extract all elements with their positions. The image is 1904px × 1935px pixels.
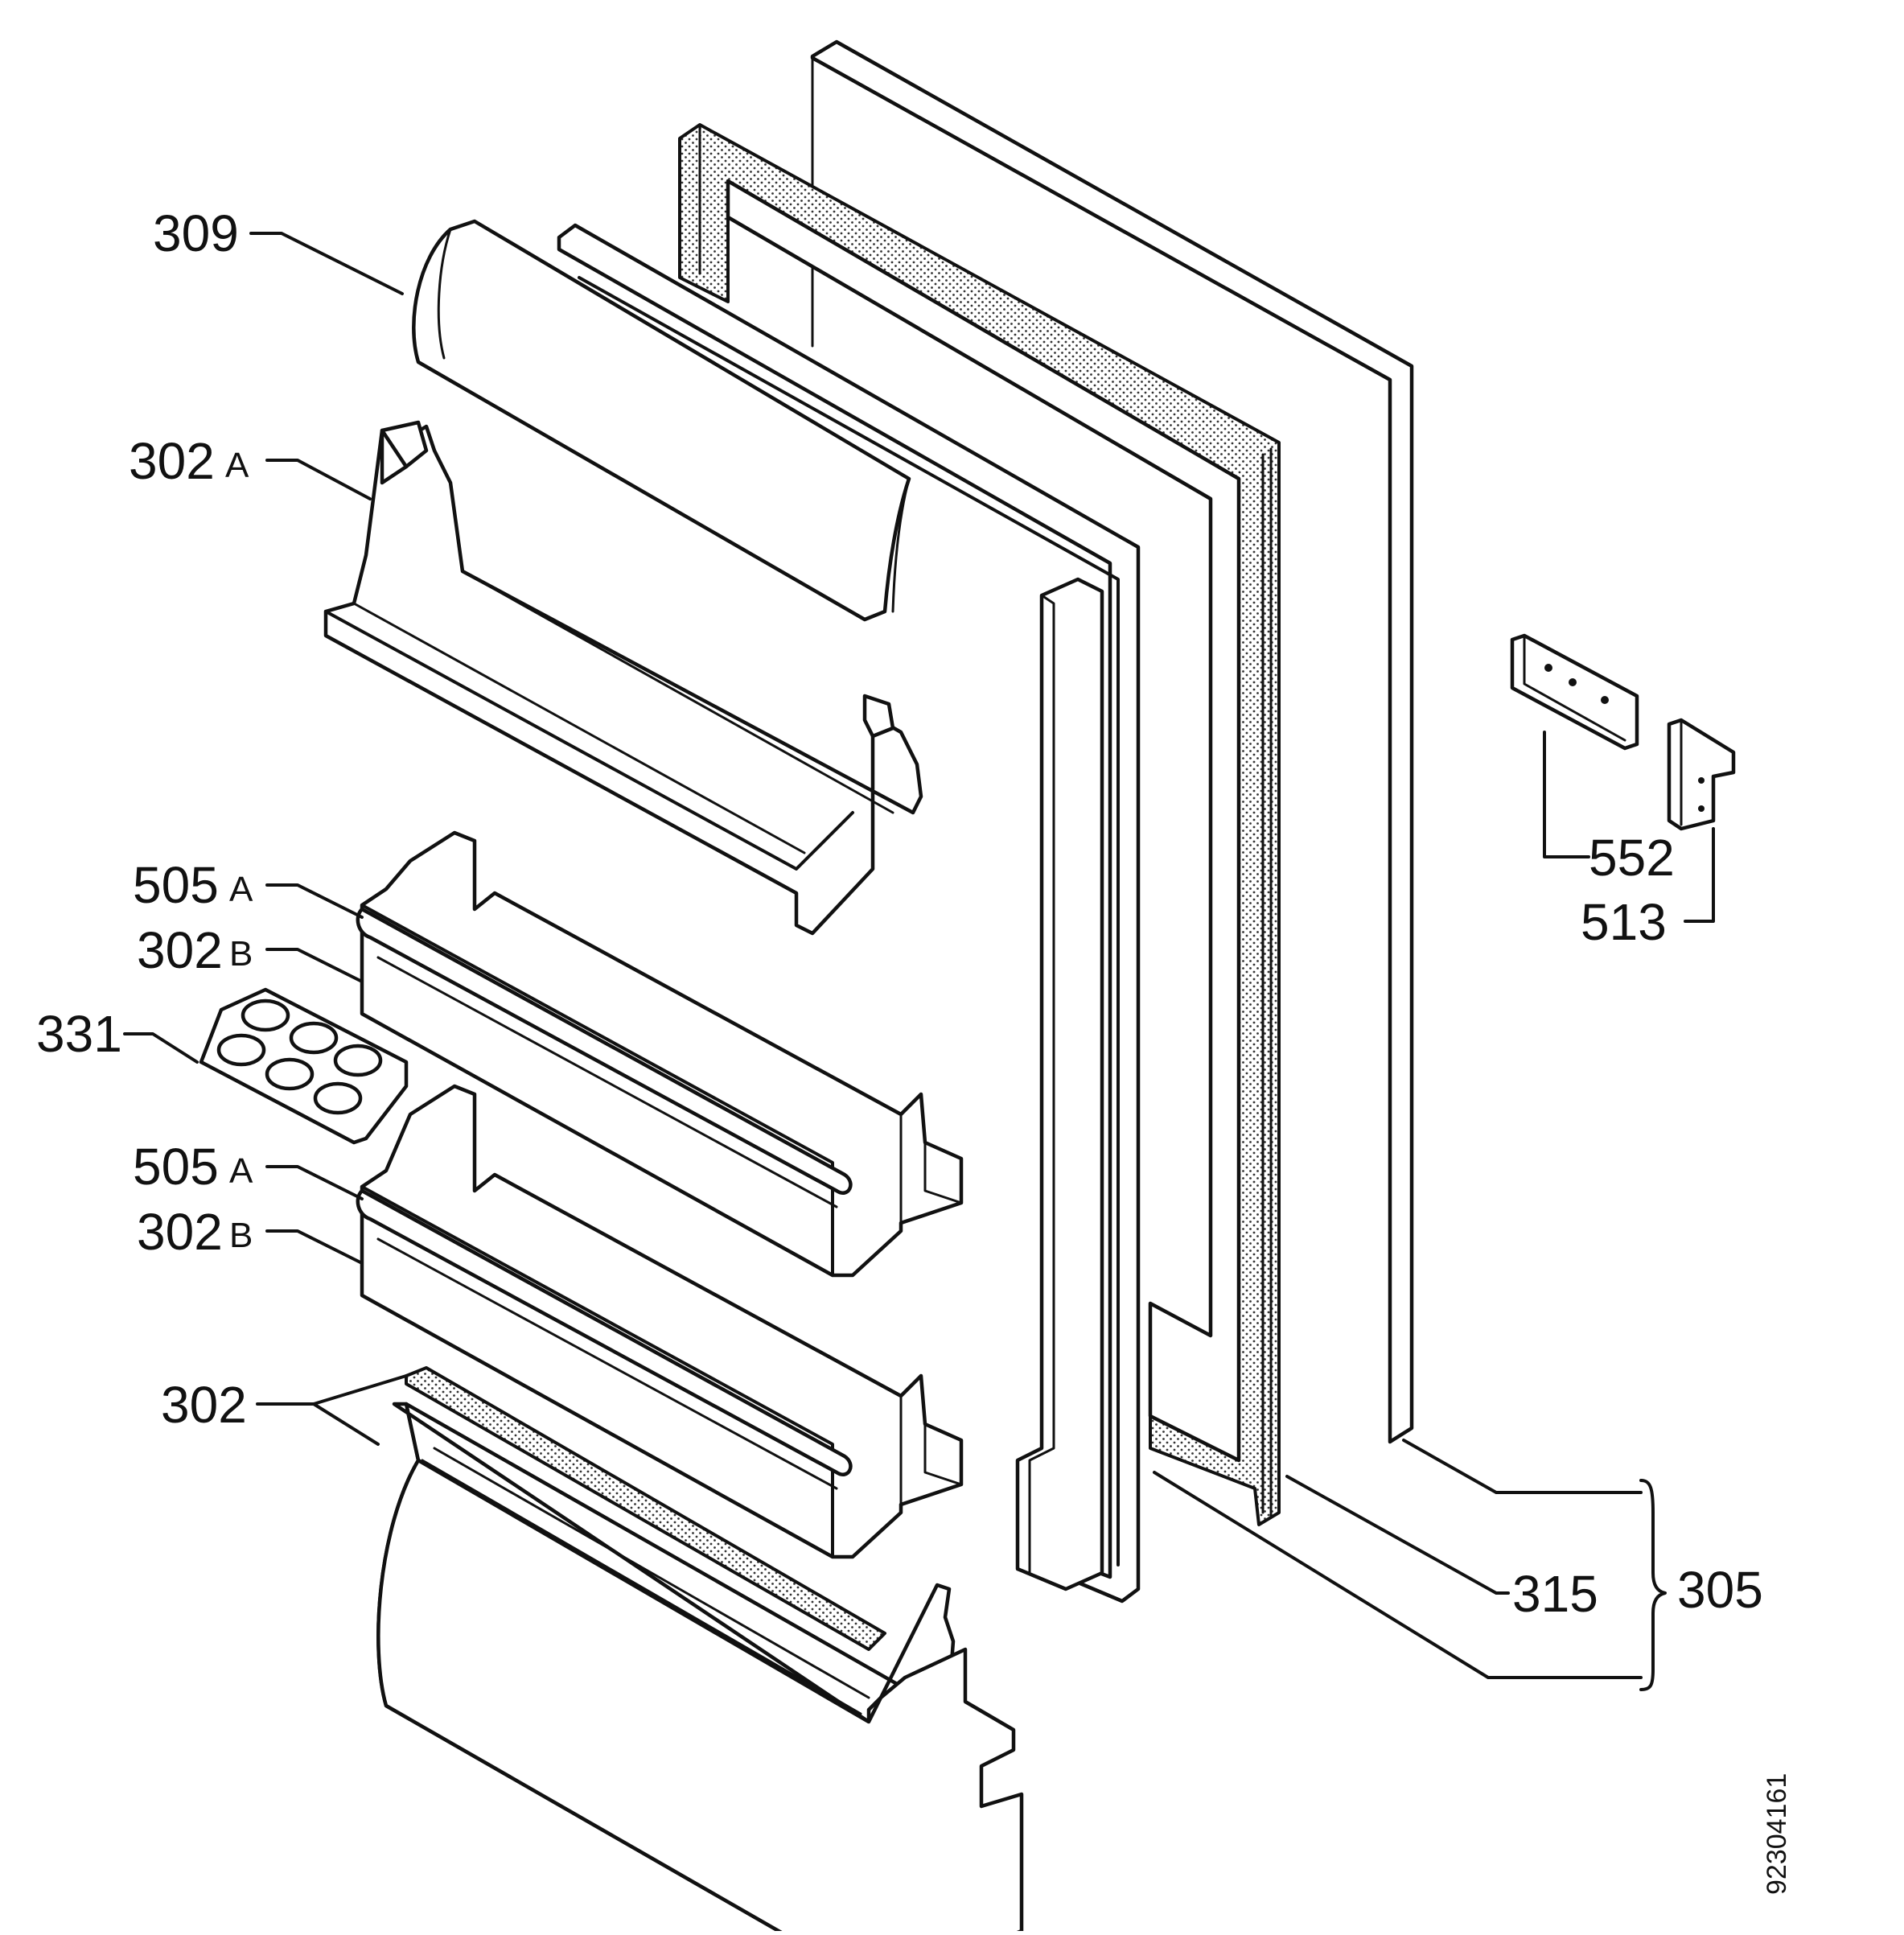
label-309: 309	[153, 204, 239, 262]
label-302b-upper-suffix: B	[229, 934, 253, 974]
label-513: 513	[1581, 893, 1667, 951]
label-505a-lower: 505	[133, 1138, 219, 1196]
label-315: 315	[1512, 1565, 1598, 1623]
label-302b-lower: 302	[137, 1203, 223, 1261]
label-302a-suffix: A	[225, 446, 249, 485]
top-flap-309	[412, 219, 911, 622]
label-302b-lower-suffix: B	[229, 1216, 253, 1255]
label-302b-upper: 302	[137, 921, 223, 979]
shelf-505a-302b-lower	[356, 1084, 964, 1559]
shelf-505a-302b-upper	[356, 830, 964, 1278]
door-gasket	[678, 123, 1281, 1526]
egg-tray-331	[199, 987, 409, 1145]
bracket-513	[1667, 718, 1736, 831]
shelf-302a	[323, 420, 923, 936]
drawing-code: 92304161	[1762, 1773, 1792, 1895]
label-505a-upper: 505	[133, 856, 219, 914]
bottom-tray-302	[376, 1366, 1024, 1935]
label-552: 552	[1589, 829, 1675, 887]
leader-lines	[123, 232, 1715, 1691]
label-505a-lower-suffix: A	[229, 1151, 253, 1191]
label-331: 331	[36, 1005, 122, 1063]
label-505a-upper-suffix: A	[229, 870, 253, 909]
bracket-552	[1510, 633, 1639, 751]
label-305: 305	[1677, 1561, 1763, 1619]
label-302: 302	[161, 1376, 247, 1434]
inner-door-liner	[557, 223, 1141, 1604]
label-302a: 302	[129, 432, 215, 490]
